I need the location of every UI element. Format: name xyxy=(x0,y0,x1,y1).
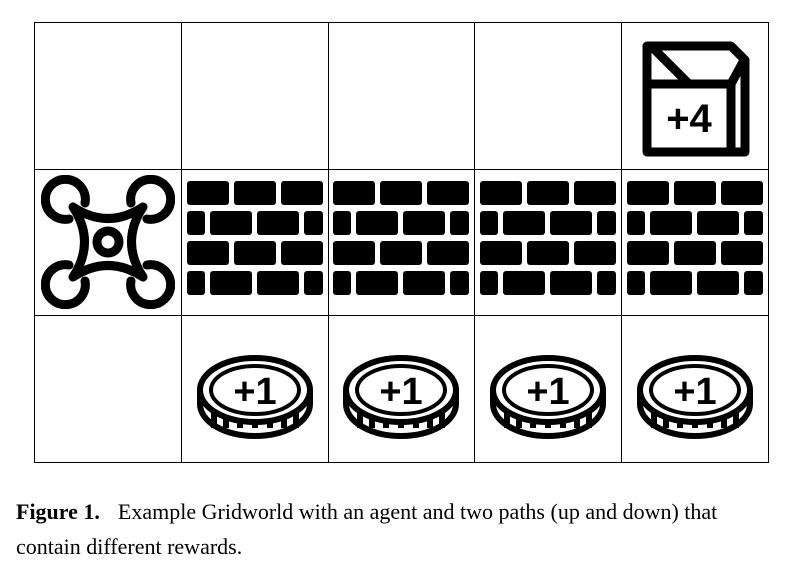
coin-reward-label: +1 xyxy=(673,371,716,413)
brick-wall-icon xyxy=(186,181,323,296)
brick-wall-icon xyxy=(333,181,470,296)
coin-reward-icon: +1 xyxy=(637,355,754,440)
coin-reward-icon: +1 xyxy=(343,355,460,440)
grid-cell-1-0-drone xyxy=(35,169,182,317)
brick-wall-icon xyxy=(480,181,617,296)
grid-cell-0-0 xyxy=(35,23,182,170)
coin-reward-label: +1 xyxy=(527,371,570,413)
caption-text: Example Gridworld with an agent and two … xyxy=(16,499,718,559)
coin-reward-label: +1 xyxy=(233,371,276,413)
coin-reward-icon: +1 xyxy=(490,355,607,440)
chest-reward-label: +4 xyxy=(666,97,712,141)
grid-cell-2-4-coin: +1 xyxy=(622,316,769,463)
grid-cell-2-3-coin: +1 xyxy=(475,316,623,463)
grid-cell-1-4-wall xyxy=(622,169,769,317)
treasure-chest-icon: +4 xyxy=(642,41,750,157)
grid-cell-1-3-wall xyxy=(475,169,623,317)
grid-cell-2-2-coin: +1 xyxy=(328,316,476,463)
grid-cell-1-2-wall xyxy=(328,169,476,317)
grid-cell-2-0 xyxy=(35,316,182,463)
coin-reward-icon: +1 xyxy=(196,355,313,440)
grid-cell-2-1-coin: +1 xyxy=(181,316,329,463)
coin-reward-label: +1 xyxy=(380,371,423,413)
grid-cell-0-4-chest: +4 xyxy=(622,23,769,170)
drone-agent-icon xyxy=(40,175,175,310)
figure-caption: Figure 1.Example Gridworld with an agent… xyxy=(16,494,786,564)
gridworld: +4 +1 +1 +1 +1 xyxy=(34,22,769,463)
brick-wall-icon xyxy=(627,181,764,296)
grid-cell-1-1-wall xyxy=(181,169,329,317)
grid-cell-0-3 xyxy=(475,23,623,170)
grid-cell-0-1 xyxy=(181,23,329,170)
figure-label: Figure 1. xyxy=(16,499,100,524)
grid-cell-0-2 xyxy=(328,23,476,170)
